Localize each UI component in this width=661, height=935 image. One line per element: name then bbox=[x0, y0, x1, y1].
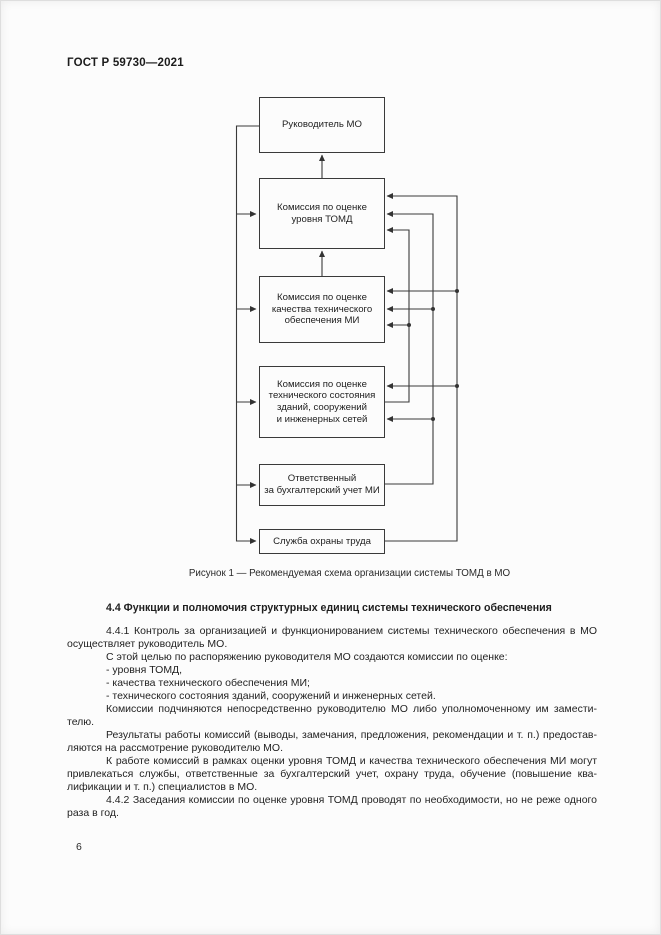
text-line: осуществляет руководитель МО. bbox=[67, 638, 228, 650]
diagram-box-head-of-mo: Руководитель МО bbox=[259, 97, 385, 153]
paragraph: 4.4.2 Заседания комиссии по оценке уровн… bbox=[67, 794, 597, 820]
diagram-box-commission-tech-quality: Комиссия по оценке качества технического… bbox=[259, 276, 385, 343]
paragraph: - уровня ТОМД, bbox=[67, 664, 597, 677]
diagram-box-accounting-responsible: Ответственный за бухгалтерский учет МИ bbox=[259, 464, 385, 506]
paragraph: - технического состояния зданий, сооруже… bbox=[67, 690, 597, 703]
text-line: телю. bbox=[67, 716, 95, 728]
text-line: - качества технического обеспечения МИ; bbox=[106, 677, 310, 689]
text-line: раза в год. bbox=[67, 807, 119, 819]
diagram-box-commission-buildings: Комиссия по оценке технического состояни… bbox=[259, 366, 385, 438]
figure-1-diagram: Руководитель МО Комиссия по оценке уровн… bbox=[1, 91, 660, 569]
paragraph: К работе комиссий в рамках оценки уровня… bbox=[67, 755, 597, 794]
diagram-box-labor-safety-service: Служба охраны труда bbox=[259, 529, 385, 554]
text-line: Комиссии подчиняются непосредственно рук… bbox=[106, 703, 597, 715]
text-line: лификации и т. п.) специалистов в МО. bbox=[67, 781, 258, 793]
section-heading: 4.4 Функции и полномочия структурных еди… bbox=[106, 602, 552, 614]
document-header: ГОСТ Р 59730—2021 bbox=[67, 57, 184, 69]
text-line: Результаты работы комиссий (выводы, заме… bbox=[106, 729, 597, 741]
paragraph: Комиссии подчиняются непосредственно рук… bbox=[67, 703, 597, 729]
section-body: 4.4 Функции и полномочия структурных еди… bbox=[67, 602, 597, 820]
paragraph: - качества технического обеспечения МИ; bbox=[67, 677, 597, 690]
page-number: 6 bbox=[76, 841, 82, 853]
figure-caption: Рисунок 1 — Рекомендуемая схема организа… bbox=[188, 568, 511, 579]
text-line: С этой целью по распоряжению руководител… bbox=[106, 651, 508, 663]
text-line: - технического состояния зданий, сооруже… bbox=[106, 690, 436, 702]
paragraph: С этой целью по распоряжению руководител… bbox=[67, 651, 597, 664]
diagram-box-commission-tomd-level: Комиссия по оценке уровня ТОМД bbox=[259, 178, 385, 249]
paragraph: Результаты работы комиссий (выводы, заме… bbox=[67, 729, 597, 755]
text-line: 4.4.2 Заседания комиссии по оценке уровн… bbox=[106, 794, 597, 806]
diagram-connectors bbox=[235, 125, 459, 544]
text-line: ляются на рассмотрение руководителю МО. bbox=[67, 742, 283, 754]
text-line: 4.4.1 Контроль за организацией и функцио… bbox=[106, 625, 597, 637]
text-line: - уровня ТОМД, bbox=[106, 664, 183, 676]
section-paragraphs: 4.4.1 Контроль за организацией и функцио… bbox=[67, 625, 597, 820]
junction-dots bbox=[407, 289, 459, 421]
text-line: привлекаться службы, ответственные за бу… bbox=[67, 768, 597, 780]
text-line: К работе комиссий в рамках оценки уровня… bbox=[106, 755, 597, 767]
paragraph: 4.4.1 Контроль за организацией и функцио… bbox=[67, 625, 597, 651]
